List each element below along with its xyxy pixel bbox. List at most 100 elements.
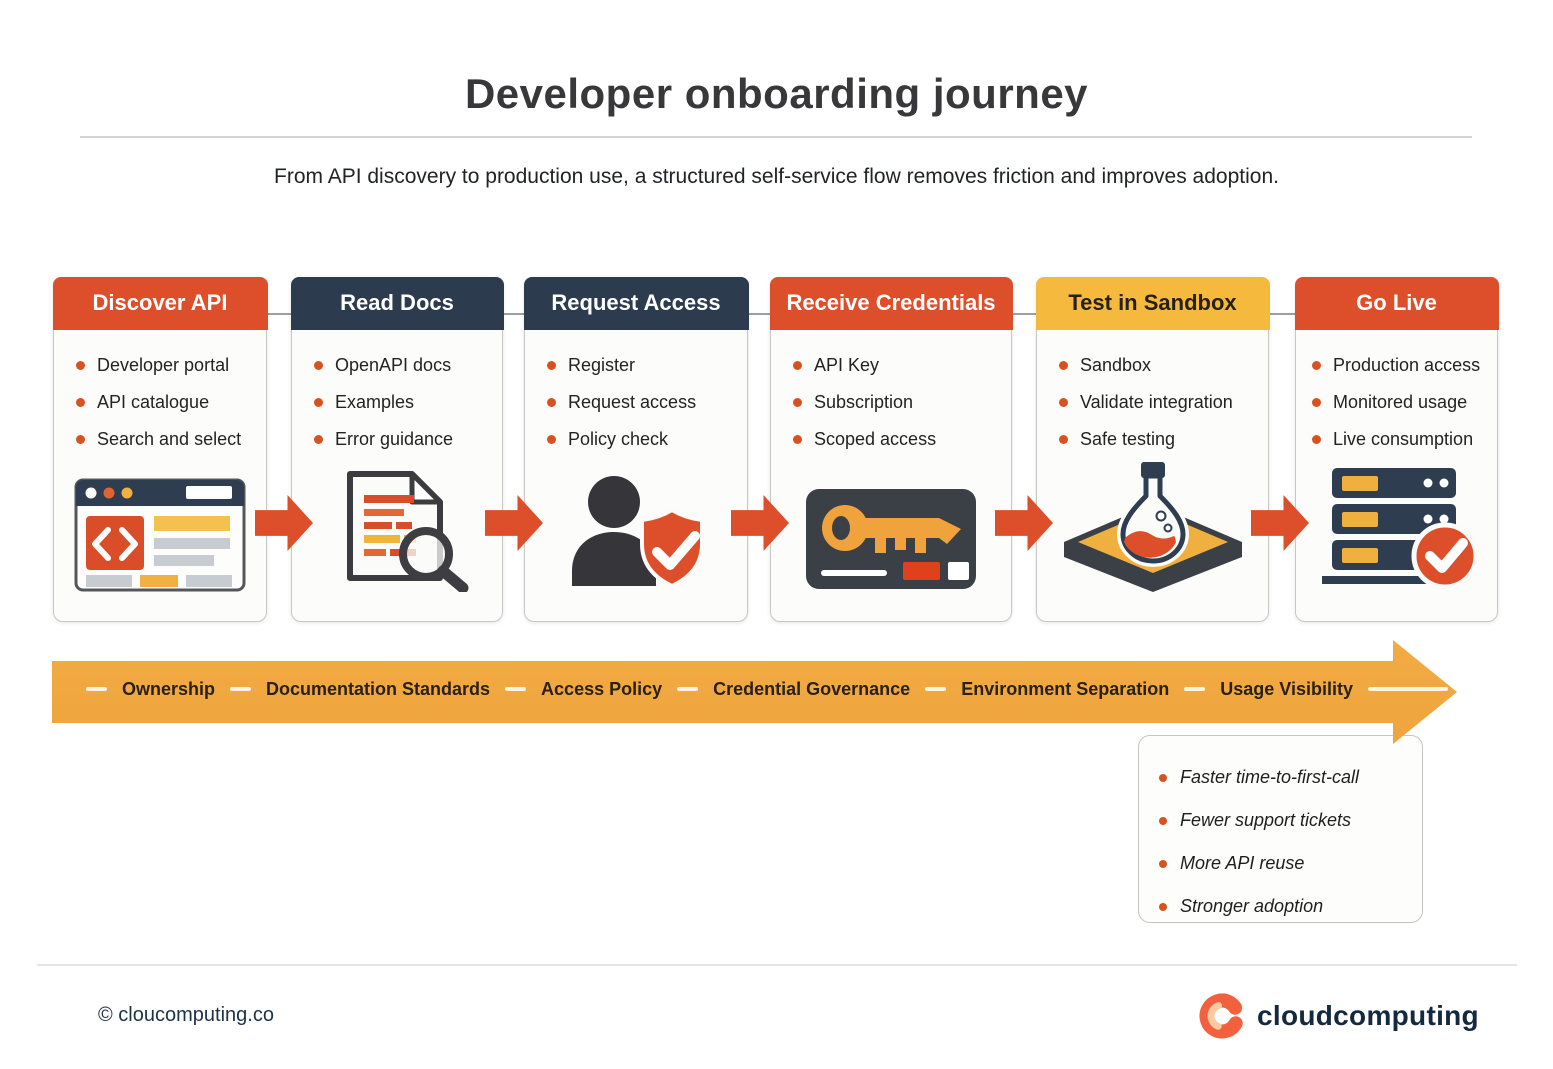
benefit-item: Faster time-to-first-call xyxy=(1159,756,1404,799)
stage-bullet: Sandbox xyxy=(1059,347,1258,384)
banner-dash-icon xyxy=(86,687,107,691)
stage-card-go-live: Go Live Production access Monitored usag… xyxy=(1294,276,1499,622)
bullet-dot-icon xyxy=(1312,434,1321,444)
title-divider xyxy=(80,136,1472,138)
stage-bullet-list: Register Request access Policy check xyxy=(525,347,747,458)
banner-dash-icon xyxy=(505,687,527,691)
stage-header: Test in Sandbox xyxy=(1035,276,1270,330)
stage-bullet-list: Developer portal API catalogue Search an… xyxy=(54,347,266,458)
stage-bullet: Scoped access xyxy=(793,421,1001,458)
banner-dash-icon xyxy=(230,687,252,691)
benefit-text: Stronger adoption xyxy=(1180,896,1324,916)
banner-tail-line-icon xyxy=(1367,687,1448,691)
bullet-dot-icon xyxy=(547,360,556,370)
bullet-text: API catalogue xyxy=(97,391,210,412)
stage-card-receive-credentials: Receive Credentials API Key Subscription… xyxy=(769,276,1013,622)
stage-bullet: Register xyxy=(547,347,737,384)
stage-bullet-list: OpenAPI docs Examples Error guidance xyxy=(292,347,502,458)
stage-header: Discover API xyxy=(52,276,268,330)
benefit-item: Fewer support tickets xyxy=(1159,799,1404,842)
governance-banner-arrow: Ownership Documentation Standards Access… xyxy=(52,640,1457,744)
bullet-dot-icon xyxy=(1059,397,1068,407)
stage-bullet: Live consumption xyxy=(1312,421,1487,458)
flask-sandbox-icon xyxy=(1058,458,1248,597)
bullet-dot-icon xyxy=(793,397,802,407)
benefit-text: Fewer support tickets xyxy=(1180,810,1352,830)
bullet-dot-icon xyxy=(1159,902,1167,911)
bullet-dot-icon xyxy=(1159,773,1167,782)
server-check-icon xyxy=(1314,464,1480,597)
stage-header: Go Live xyxy=(1294,276,1499,330)
document-search-icon xyxy=(322,468,472,597)
benefit-text: More API reuse xyxy=(1180,853,1305,873)
bullet-text: OpenAPI docs xyxy=(335,354,452,375)
bullet-text: Request access xyxy=(568,391,697,412)
bullet-dot-icon xyxy=(793,434,802,444)
stage-header: Request Access xyxy=(523,276,749,330)
bullet-dot-icon xyxy=(1059,434,1068,444)
banner-item: Access Policy xyxy=(541,678,663,699)
bullet-dot-icon xyxy=(76,434,85,444)
browser-code-icon xyxy=(74,478,246,597)
bullet-dot-icon xyxy=(547,434,556,444)
stage-bullet-list: API Key Subscription Scoped access xyxy=(771,347,1011,458)
bullet-text: Production access xyxy=(1333,354,1481,375)
bullet-text: Subscription xyxy=(814,391,914,412)
stage-bullet: Search and select xyxy=(76,421,256,458)
bullet-text: Error guidance xyxy=(335,428,454,449)
banner-dash-icon xyxy=(925,687,947,691)
bullet-text: Safe testing xyxy=(1080,428,1176,449)
bullet-dot-icon xyxy=(547,397,556,407)
bullet-dot-icon xyxy=(314,360,323,370)
bullet-text: Developer portal xyxy=(97,354,230,375)
brand-name: cloudcomputing xyxy=(1257,1000,1479,1031)
stage-bullet: API Key xyxy=(793,347,1001,384)
stage-bullet: Error guidance xyxy=(314,421,492,458)
banner-item: Usage Visibility xyxy=(1220,678,1353,699)
bullet-dot-icon xyxy=(1159,816,1167,825)
bullet-dot-icon xyxy=(314,397,323,407)
benefit-text: Faster time-to-first-call xyxy=(1180,767,1360,787)
stage-bullet: Developer portal xyxy=(76,347,256,384)
banner-item: Ownership xyxy=(122,678,216,699)
banner-dash-icon xyxy=(1184,687,1206,691)
banner-item: Credential Governance xyxy=(713,678,911,699)
user-shield-check-icon xyxy=(556,472,716,597)
bullet-text: Live consumption xyxy=(1333,428,1474,449)
stage-header: Read Docs xyxy=(290,276,504,330)
footer-divider xyxy=(37,964,1517,966)
stage-bullet: Subscription xyxy=(793,384,1001,421)
stage-bullet: Safe testing xyxy=(1059,421,1258,458)
brand-c-icon xyxy=(1199,993,1245,1039)
stage-bullet: Policy check xyxy=(547,421,737,458)
stage-bullet: Validate integration xyxy=(1059,384,1258,421)
banner-item: Documentation Standards xyxy=(266,678,491,699)
stage-bullet-list: Production access Monitored usage Live c… xyxy=(1296,347,1497,458)
stage-header: Receive Credentials xyxy=(769,276,1013,330)
stage-card-request-access: Request Access Register Request access P… xyxy=(523,276,749,622)
bullet-text: Sandbox xyxy=(1080,354,1152,375)
page-title: Developer onboarding journey xyxy=(464,70,1089,117)
banner-item: Environment Separation xyxy=(961,678,1170,699)
bullet-text: Register xyxy=(568,354,636,375)
stage-card-read-docs: Read Docs OpenAPI docs Examples Error gu… xyxy=(290,276,504,622)
banner-dash-icon xyxy=(677,687,699,691)
key-card-icon xyxy=(803,486,979,597)
bullet-dot-icon xyxy=(1059,360,1068,370)
stage-bullet: Request access xyxy=(547,384,737,421)
brand-logo: cloudcomputing xyxy=(1198,992,1479,1040)
bullet-text: Search and select xyxy=(97,428,242,449)
bullet-dot-icon xyxy=(1312,360,1321,370)
stage-bullet-list: Sandbox Validate integration Safe testin… xyxy=(1037,347,1268,458)
page-subtitle: From API discovery to production use, a … xyxy=(274,165,1279,188)
bullet-dot-icon xyxy=(314,434,323,444)
stage-bullet: Examples xyxy=(314,384,492,421)
bullet-text: Monitored usage xyxy=(1333,391,1468,412)
bullet-text: Policy check xyxy=(568,428,669,449)
stage-bullet: Monitored usage xyxy=(1312,384,1487,421)
benefit-item: Stronger adoption xyxy=(1159,885,1404,928)
stage-bullet: API catalogue xyxy=(76,384,256,421)
bullet-text: Validate integration xyxy=(1080,391,1233,412)
copyright-text: © cloucomputing.co xyxy=(98,1004,274,1026)
